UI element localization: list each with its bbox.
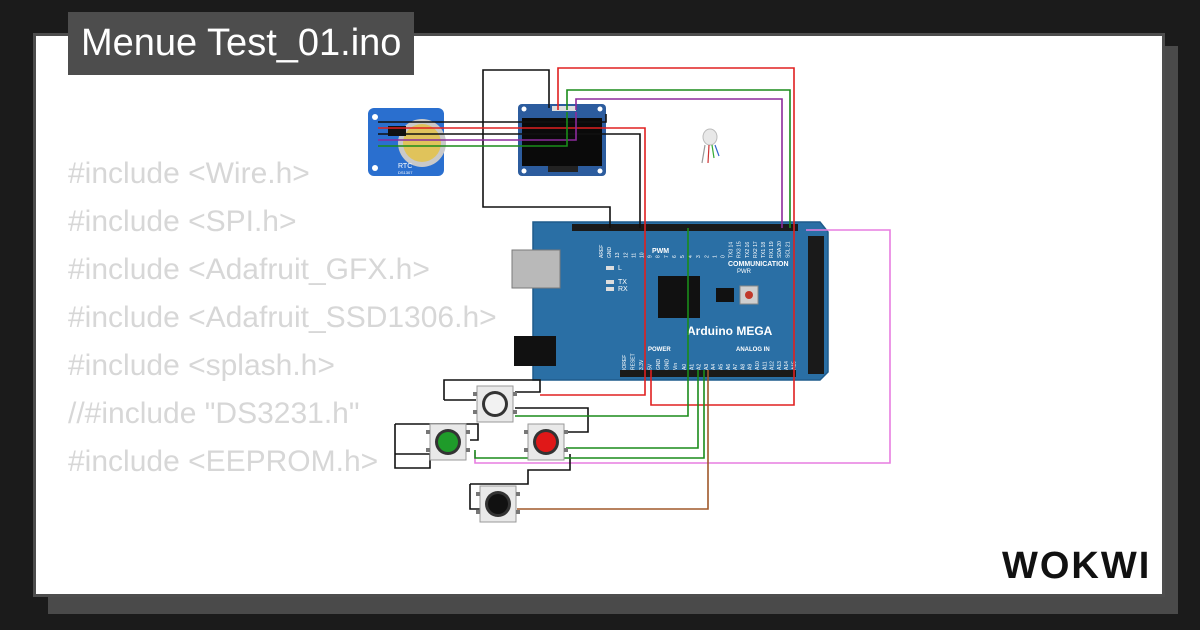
communication-label: COMMUNICATION [728, 261, 789, 268]
power-pin-label: 3.3V [639, 359, 645, 370]
code-line: #include <splash.h> [68, 349, 335, 382]
led-tx [606, 280, 614, 284]
digital-pin-label: 12 [623, 252, 629, 258]
power-pin-label: 5V [648, 363, 654, 370]
pwm-label: PWM [652, 248, 669, 255]
power-jack [514, 336, 556, 366]
analog-pin-label: A7 [733, 364, 739, 370]
project-title[interactable]: Menue Test_01.ino [68, 12, 415, 75]
digital-pin-label: 11 [631, 253, 637, 258]
wires [378, 67, 891, 510]
rgb-led[interactable] [701, 128, 720, 164]
analog-pin-label: A1 [689, 364, 695, 370]
code-line: #include <Wire.h> [68, 157, 310, 190]
digital-pin-label: 3 [696, 255, 702, 258]
rtc-label: RTC [398, 163, 412, 170]
digital-pin-label: 10 [640, 252, 646, 258]
power-label: POWER [648, 347, 671, 353]
digital-pin-label: RX2 17 [753, 241, 759, 258]
code-line: #include <Adafruit_GFX.h> [68, 253, 430, 286]
digital-pin-label: RX3 15 [737, 241, 743, 258]
analog-pin-label: A10 [755, 361, 761, 370]
power-pin-label: GND [656, 359, 662, 371]
code-line: #include <Adafruit_SSD1306.h> [68, 301, 497, 334]
analog-pin-label: A4 [711, 364, 717, 370]
led-rx-label: RX [618, 286, 628, 293]
digital-pin-label: TX2 16 [745, 242, 751, 258]
analog-pin-label: A12 [770, 361, 776, 370]
code-line: #include <SPI.h> [68, 205, 297, 238]
analog-pin-label: A6 [726, 364, 732, 370]
code-preview: #include <Wire.h> #include <SPI.h> #incl… [68, 150, 497, 486]
analog-pin-label: A14 [784, 361, 790, 370]
digital-pin-label: 13 [615, 252, 621, 258]
digital-pin-label: 5 [680, 255, 686, 258]
digital-pin-label: TX3 14 [729, 242, 735, 258]
led-l [606, 266, 614, 270]
digital-header [572, 224, 798, 231]
pushbutton-green[interactable] [426, 423, 470, 461]
digital-pin-label: 6 [672, 255, 678, 258]
analog-pin-label: A9 [748, 364, 754, 370]
power-pin-label: Vin [673, 363, 679, 370]
analog-pin-label: A8 [740, 364, 746, 370]
pwr-label: PWR [737, 269, 752, 275]
led-rx [606, 287, 614, 291]
digital-pin-label: GND [607, 247, 613, 259]
wokwi-logo-text: WOKWI [1002, 545, 1151, 587]
pushbutton-white[interactable] [473, 385, 517, 423]
wokwi-logo: WOKWI [1002, 545, 1151, 587]
analog-pin-label: A13 [777, 361, 783, 370]
analog-pin-label: A11 [762, 361, 768, 370]
board-name: Arduino MEGA [687, 324, 773, 338]
led-tx-label: TX [618, 279, 627, 286]
power-pin-label: GND [665, 359, 671, 371]
analog-pin-label: A3 [704, 364, 710, 370]
digital-pin-label: 8 [656, 255, 662, 258]
analog-pin-label: A0 [682, 364, 688, 370]
power-pin-label: IOREF [622, 355, 628, 370]
pushbutton-red[interactable] [524, 423, 568, 461]
digital-pin-label: 7 [664, 255, 670, 258]
digital-pin-label: TX1 18 [761, 242, 767, 258]
digital-pin-label: 9 [648, 255, 654, 258]
analog-in-label: ANALOG IN [736, 347, 770, 353]
rtc-chip-label: DS1307 [398, 170, 413, 175]
digital-pin-label: 4 [688, 255, 694, 258]
pushbuttons [426, 385, 568, 523]
analog-pin-label: A2 [697, 364, 703, 370]
digital-pin-label: 1 [712, 255, 718, 258]
power-pin-label: RESET [631, 353, 637, 370]
usb-port [511, 249, 561, 289]
analog-pin-label: A5 [719, 364, 725, 370]
icsp-header [716, 288, 734, 302]
digital-pin-label: 2 [704, 255, 710, 258]
digital-pin-label: RX1 19 [769, 241, 775, 258]
digital-pin-label: AREF [599, 245, 605, 258]
code-line: //#include "DS3231.h" [68, 397, 360, 430]
arduino-mega-board[interactable]: L TX RX PWM COMMUNICATION PWR Arduino ME… [511, 221, 829, 381]
code-line: #include <EEPROM.h> [68, 445, 379, 478]
rtc-module[interactable]: RTC DS1307 [368, 108, 446, 176]
mcu-chip [658, 276, 700, 318]
digital-pin-label: SDA 20 [777, 241, 783, 258]
digital-pin-label: SCL 21 [785, 241, 791, 258]
digital-pin-label: 0 [721, 255, 727, 258]
led-l-label: L [618, 265, 622, 272]
side-header [808, 236, 824, 374]
pushbutton-black[interactable] [476, 485, 520, 523]
